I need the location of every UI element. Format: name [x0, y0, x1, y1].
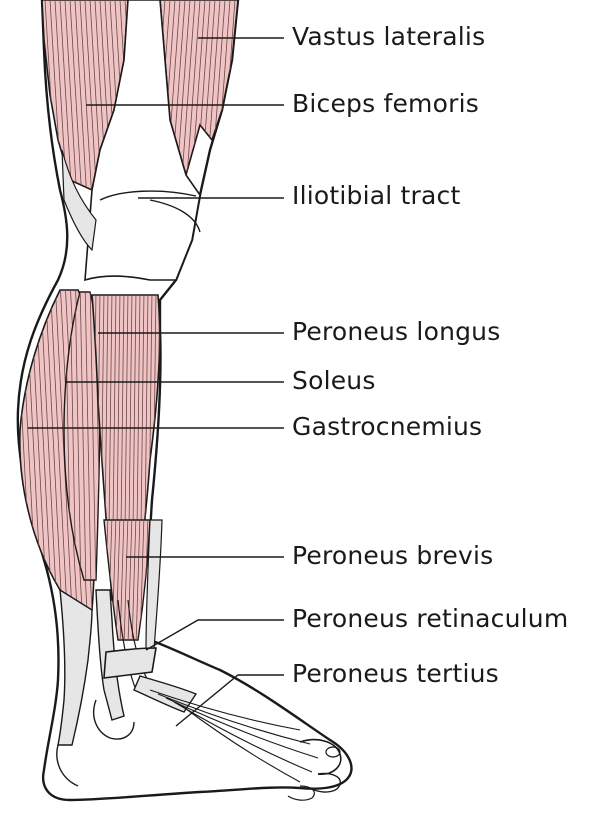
heel-contour: [56, 744, 79, 787]
label-vastus-lateralis: Vastus lateralis: [292, 22, 486, 51]
label-iliotibial-tract: Iliotibial tract: [292, 181, 461, 210]
lateral-malleolus: [92, 699, 135, 740]
muscle-fiber-line: [74, 0, 88, 190]
achilles-tendon: [57, 588, 93, 746]
muscle-fiber-line: [135, 520, 141, 640]
muscle-fiber-line: [69, 0, 83, 190]
label-peroneus-longus: Peroneus longus: [292, 317, 501, 346]
toenail: [325, 746, 341, 758]
leader-lines: [28, 37, 284, 727]
peroneus-retinaculum-band: [103, 647, 157, 679]
iliotibial-tract: [84, 0, 201, 282]
toe-2: [313, 772, 341, 793]
muscle-fiber-line: [115, 520, 121, 640]
peroneus-brevis-muscle: [103, 519, 151, 641]
foot-tendon-line: [149, 689, 301, 731]
muscle-fiber-line: [123, 520, 129, 640]
muscle-fiber-line: [180, 0, 196, 175]
muscle-fiber-line: [59, 0, 73, 190]
muscle-fiber-line: [84, 292, 92, 580]
label-peroneus-tertius: Peroneus tertius: [292, 659, 499, 688]
muscle-fiber-line: [235, 0, 238, 175]
knee-tendon-shading: [61, 149, 97, 252]
foot-tendon-line: [165, 697, 319, 759]
muscle-fiber-line: [185, 0, 201, 175]
label-soleus: Soleus: [292, 366, 376, 395]
label-gastrocnemius: Gastrocnemius: [292, 412, 483, 441]
muscle-fiber-line: [74, 292, 82, 580]
foot-tendon-line: [181, 705, 301, 783]
toe-3: [287, 785, 315, 801]
muscle-fiber-line: [127, 520, 133, 640]
label-peroneus-brevis: Peroneus brevis: [292, 541, 494, 570]
muscle-fiber-line: [79, 0, 93, 190]
foot-tendon-line: [157, 693, 311, 745]
leader-peroneus-tertius: [175, 674, 284, 727]
muscle-fiber-line: [39, 290, 59, 614]
leader-peroneus-retinaculum: [145, 619, 284, 651]
muscle-fiber-line: [64, 0, 78, 190]
muscle-fiber-line: [44, 290, 64, 614]
label-peroneus-retinaculum: Peroneus retinaculum: [292, 604, 569, 633]
knee-contour: [99, 190, 201, 233]
muscle-fiber-line: [131, 520, 137, 640]
muscle-fiber-line: [42, 0, 43, 190]
muscle-fiber-line: [79, 292, 87, 580]
muscle-fiber-line: [84, 0, 98, 190]
foot-tendon-lines: [149, 689, 319, 783]
muscle-fiber-line: [49, 290, 69, 614]
label-biceps-femoris: Biceps femoris: [292, 89, 479, 118]
muscle-fiber-line: [89, 292, 97, 580]
